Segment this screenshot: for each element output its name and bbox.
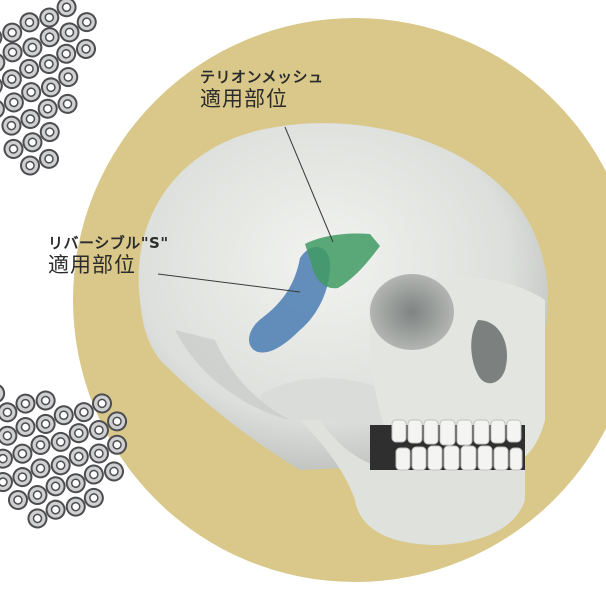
leader-line-terion xyxy=(284,126,334,243)
terion-mesh-region xyxy=(305,233,380,289)
skull-cheekbone xyxy=(260,378,399,425)
reversible-s-title: リバーシブル"S" xyxy=(48,234,169,252)
reversible-s-subtitle: 適用部位 xyxy=(48,253,136,277)
skull-eye-orbit xyxy=(370,274,454,350)
terion-mesh-title: テリオンメッシュ xyxy=(200,68,324,86)
terion-mesh-label: テリオンメッシュ 適用部位 xyxy=(200,68,324,112)
skull-mandible xyxy=(300,420,525,545)
skull-upper-teeth xyxy=(391,419,522,446)
skull-temporal-shadow xyxy=(175,330,290,420)
skull-nasal-cavity xyxy=(471,320,507,384)
leader-line-reversible xyxy=(157,273,301,293)
skull-lower-teeth xyxy=(395,445,523,471)
skull xyxy=(138,123,549,545)
terion-mesh-subtitle: 適用部位 xyxy=(200,87,288,111)
reversible-s-label: リバーシブル"S" 適用部位 xyxy=(48,234,169,278)
reversible-s-region xyxy=(249,246,330,353)
